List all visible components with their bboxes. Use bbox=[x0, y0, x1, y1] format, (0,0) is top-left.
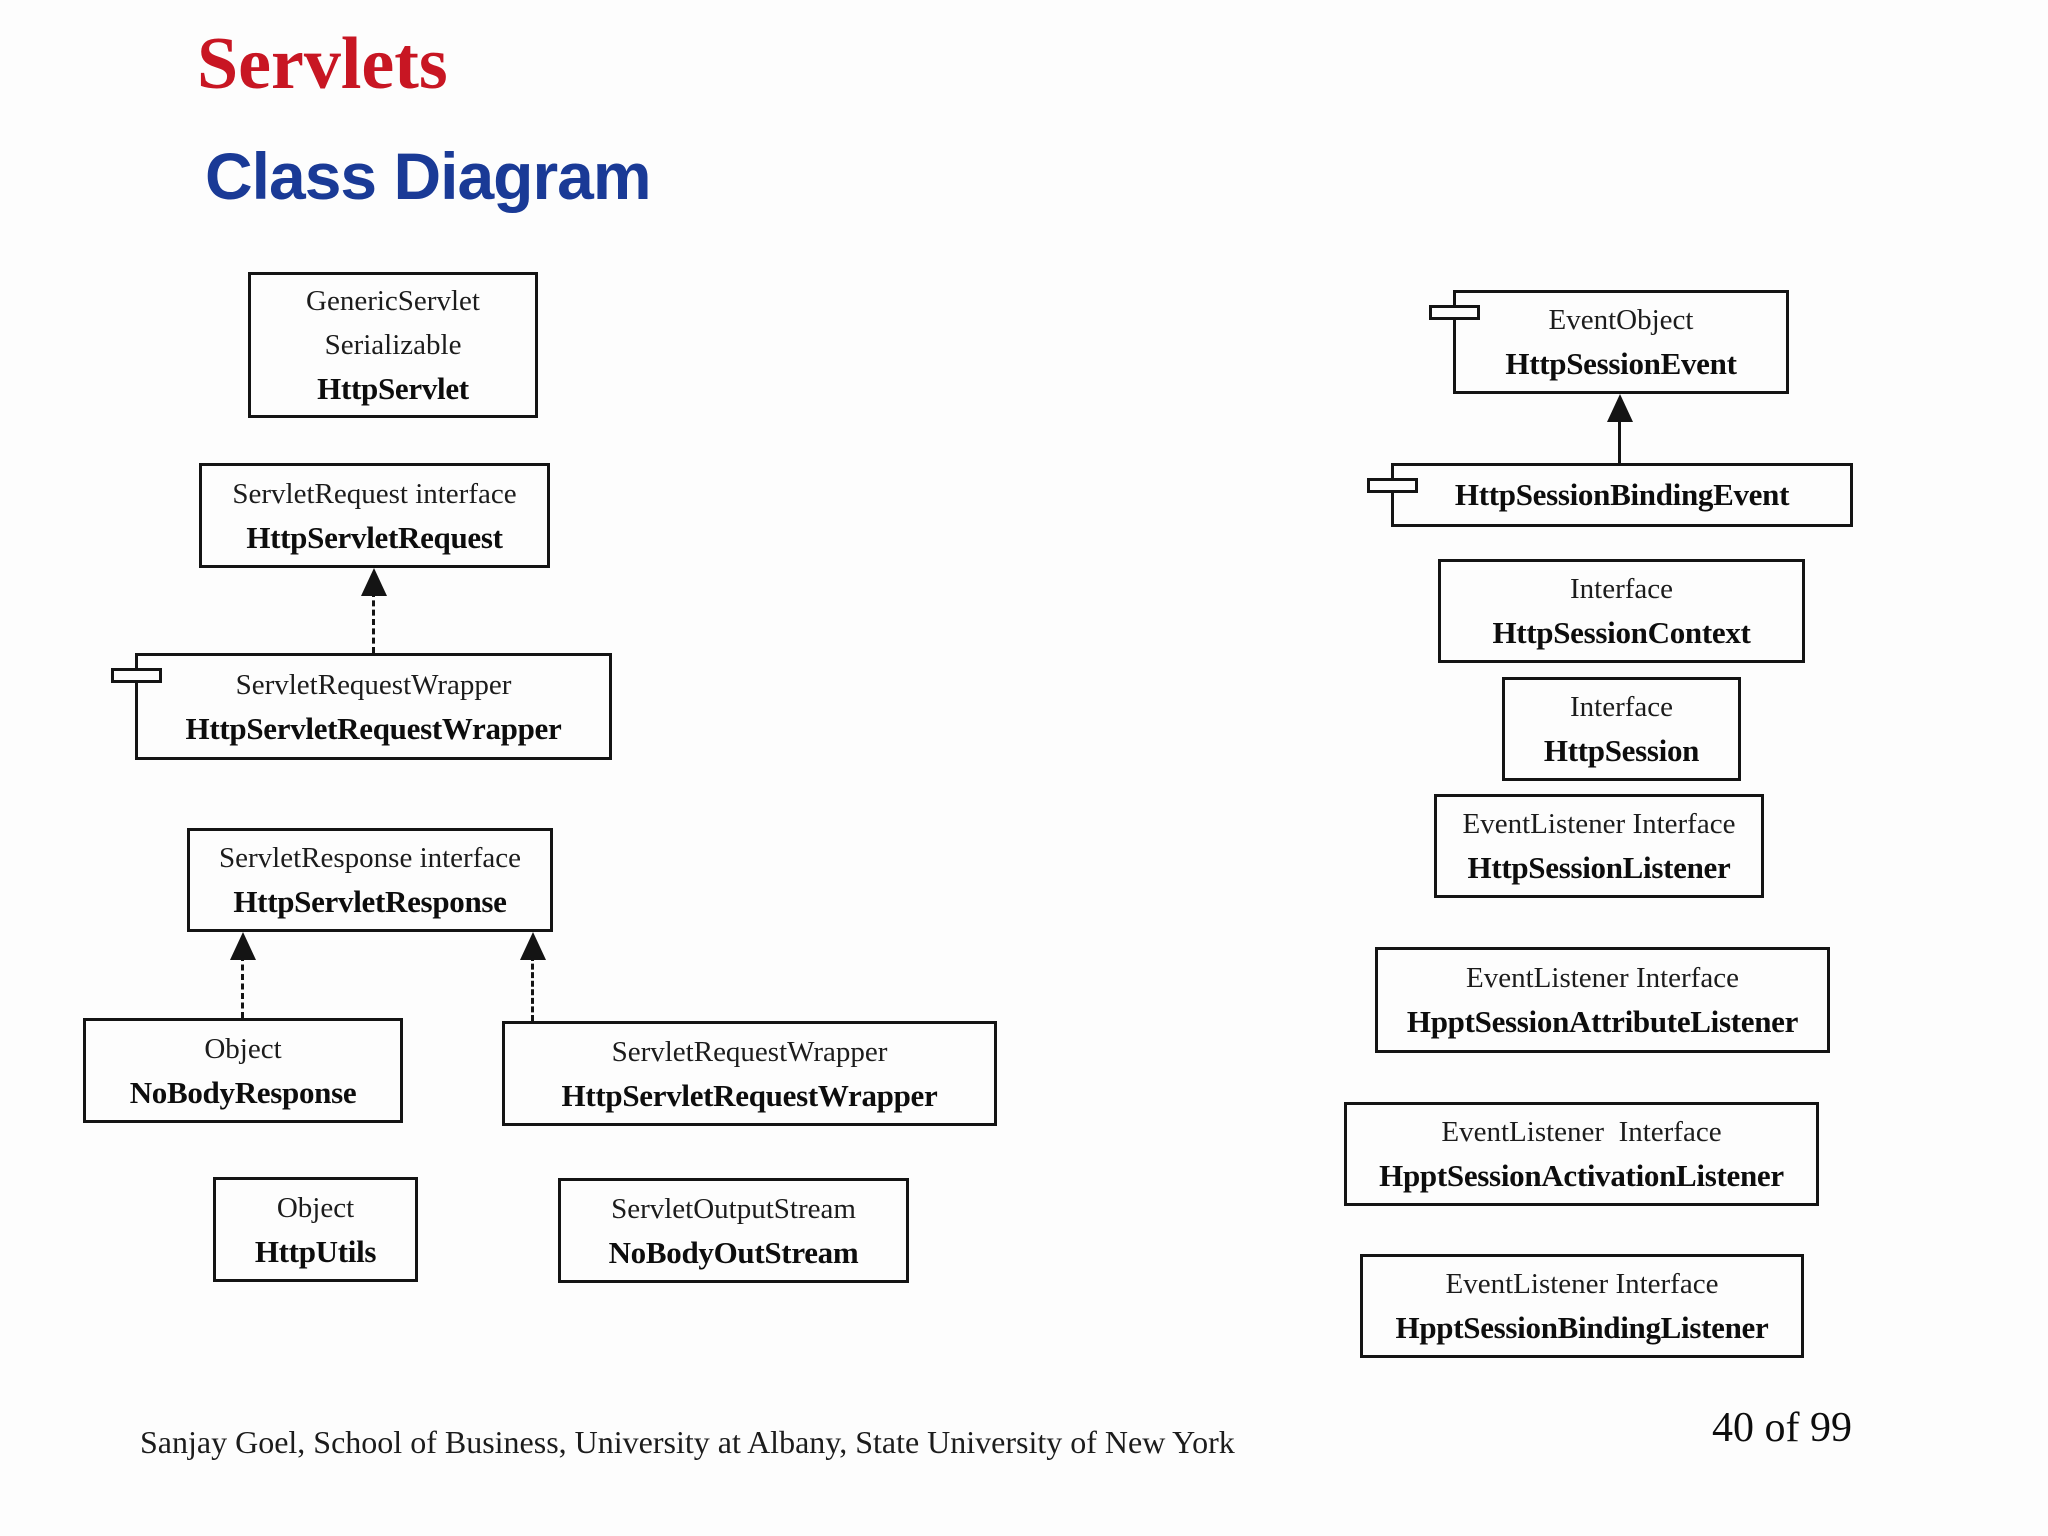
class-name-label: HpptSessionAttributeListener bbox=[1406, 1004, 1799, 1039]
class-name-label: NoBodyOutStream bbox=[608, 1234, 859, 1270]
class-box-hpptsessionattributelistener: EventListener Interface HpptSessionAttri… bbox=[1375, 947, 1830, 1053]
class-box-httpsession: Interface HttpSession bbox=[1502, 677, 1741, 781]
class-box-hpptsessionactivationlistener: EventListener Interface HpptSessionActiv… bbox=[1344, 1102, 1819, 1206]
class-box-httpsessioncontext: Interface HttpSessionContext bbox=[1438, 559, 1805, 663]
footer-credit: Sanjay Goel, School of Business, Univers… bbox=[140, 1424, 1235, 1460]
class-box-httpservlet: GenericServlet Serializable HttpServlet bbox=[248, 272, 538, 418]
class-box-hpptsessionbindinglistener: EventListener Interface HpptSessionBindi… bbox=[1360, 1254, 1804, 1358]
class-name-label: HttpServletResponse bbox=[233, 884, 507, 919]
solid-line bbox=[1618, 417, 1621, 463]
dashed-line bbox=[241, 955, 244, 1018]
class-supertype-label: ServletResponse interface bbox=[219, 842, 521, 874]
slide-title: Servlets bbox=[197, 23, 448, 105]
class-supertype-label: Interface bbox=[1569, 573, 1673, 605]
class-supertype-label: GenericServlet bbox=[306, 285, 480, 317]
dashed-line bbox=[372, 591, 375, 653]
class-supertype-label: ServletRequestWrapper bbox=[235, 668, 512, 701]
class-supertype-label: ServletRequest interface bbox=[232, 477, 517, 510]
class-name-label: HttpServletRequestWrapper bbox=[561, 1077, 938, 1113]
class-supertype-label: ServletOutputStream bbox=[611, 1192, 856, 1225]
class-name-label: HttpSessionContext bbox=[1492, 615, 1751, 650]
class-supertype-label: EventListener Interface bbox=[1466, 962, 1739, 994]
class-box-nobodyoutstream: ServletOutputStream NoBodyOutStream bbox=[558, 1178, 909, 1283]
class-box-httpservletrequestwrapper-2: ServletRequestWrapper HttpServletRequest… bbox=[502, 1021, 997, 1126]
class-supertype-label: EventListener Interface bbox=[1441, 1116, 1722, 1148]
slide-subtitle: Class Diagram bbox=[205, 139, 652, 213]
class-name-label: HttpSessionBindingEvent bbox=[1454, 477, 1790, 512]
class-supertype-label: Object bbox=[276, 1191, 355, 1224]
class-supertype-label: EventListener Interface bbox=[1445, 1268, 1719, 1300]
class-box-httputils: Object HttpUtils bbox=[213, 1177, 418, 1282]
class-name-label: HttpServlet bbox=[317, 371, 469, 406]
class-box-httpsessionevent: EventObject HttpSessionEvent bbox=[1429, 290, 1789, 394]
class-box-nobodyresponse: Object NoBodyResponse bbox=[83, 1018, 403, 1123]
class-supertype-label: Interface bbox=[1569, 691, 1673, 723]
class-name-label: HttpServletRequest bbox=[246, 519, 503, 555]
class-name-label: HttpServletRequestWrapper bbox=[185, 710, 562, 746]
page-number: 40 of 99 bbox=[1712, 1405, 1852, 1451]
uml-component-tab-icon bbox=[1429, 305, 1480, 320]
class-supertype-label: EventObject bbox=[1548, 304, 1694, 336]
class-name-label: HttpSession bbox=[1543, 733, 1700, 768]
class-box-httpsessionlistener: EventListener Interface HttpSessionListe… bbox=[1434, 794, 1764, 898]
class-supertype-label: Object bbox=[204, 1032, 282, 1065]
class-supertype-label: Serializable bbox=[324, 329, 462, 361]
class-name-label: HpptSessionBindingListener bbox=[1395, 1310, 1769, 1345]
class-supertype-label: ServletRequestWrapper bbox=[611, 1035, 888, 1068]
class-name-label: HttpSessionEvent bbox=[1505, 346, 1737, 381]
class-supertype-label: EventListener Interface bbox=[1462, 808, 1736, 840]
class-name-label: NoBodyResponse bbox=[129, 1074, 357, 1110]
class-name-label: HpptSessionActivationListener bbox=[1379, 1158, 1784, 1193]
uml-component-tab-icon bbox=[1367, 478, 1418, 493]
dashed-line bbox=[531, 955, 534, 1021]
class-box-httpservletresponse: ServletResponse interface HttpServletRes… bbox=[187, 828, 553, 932]
class-box-httpservletrequest: ServletRequest interface HttpServletRequ… bbox=[199, 463, 550, 568]
uml-component-tab-icon bbox=[111, 668, 162, 683]
class-name-label: HttpUtils bbox=[254, 1233, 377, 1269]
class-box-httpsessionbindingevent: HttpSessionBindingEvent bbox=[1367, 463, 1853, 527]
class-box-httpservletrequestwrapper: ServletRequestWrapper HttpServletRequest… bbox=[111, 653, 612, 760]
class-name-label: HttpSessionListener bbox=[1467, 850, 1731, 885]
